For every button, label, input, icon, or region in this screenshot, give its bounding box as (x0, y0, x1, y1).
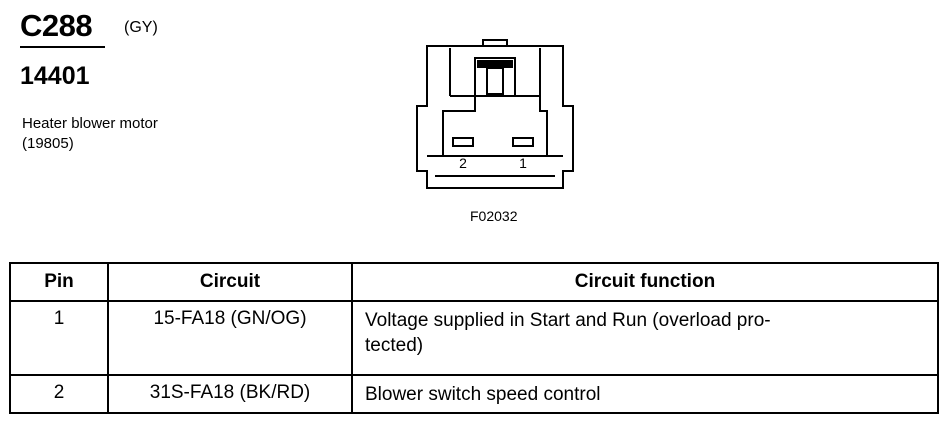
pin-1-label: 1 (519, 155, 527, 171)
header-pin: Pin (9, 262, 109, 302)
inner-cavity-left (442, 95, 476, 156)
description-line-1: Heater blower motor (22, 115, 158, 132)
row-circuit: 15-FA18 (GN/OG) (107, 300, 353, 376)
function-line-1: Voltage supplied in Start and Run (overl… (365, 310, 771, 331)
table-row: 2 31S-FA18 (BK/RD) Blower switch speed c… (9, 374, 939, 414)
table-header-row: Pin Circuit Circuit function (9, 262, 939, 302)
connector-diagram: 2 1 (416, 39, 574, 189)
connector-color-code: (GY) (124, 19, 158, 36)
function-line-2: tected) (365, 335, 424, 356)
table-row: 1 15-FA18 (GN/OG) Voltage supplied in St… (9, 300, 939, 376)
row-circuit-function: Blower switch speed control (351, 374, 939, 414)
connector-housing-outline (416, 45, 574, 189)
inner-cavity-right (515, 95, 548, 156)
row-circuit-function: Voltage supplied in Start and Run (overl… (351, 300, 939, 376)
connector-description: Heater blower motor (19805) (22, 114, 158, 154)
pinout-table: Pin Circuit Circuit function 1 15-FA18 (… (9, 262, 939, 414)
pin-1-terminal (512, 137, 534, 147)
row-pin: 1 (9, 300, 109, 376)
locking-tab (482, 39, 508, 47)
connector-id-underline (20, 46, 105, 48)
pin-2-terminal (452, 137, 474, 147)
row-circuit: 31S-FA18 (BK/RD) (107, 374, 353, 414)
connector-id: C288 (20, 8, 93, 43)
figure-code: F02032 (470, 208, 518, 224)
function-line-1: Blower switch speed control (365, 384, 601, 405)
description-line-2: (19805) (22, 135, 74, 152)
header-circuit-function: Circuit function (351, 262, 939, 302)
pin-2-label: 2 (459, 155, 467, 171)
row-pin: 2 (9, 374, 109, 414)
part-number: 14401 (20, 62, 90, 90)
header-circuit: Circuit (107, 262, 353, 302)
